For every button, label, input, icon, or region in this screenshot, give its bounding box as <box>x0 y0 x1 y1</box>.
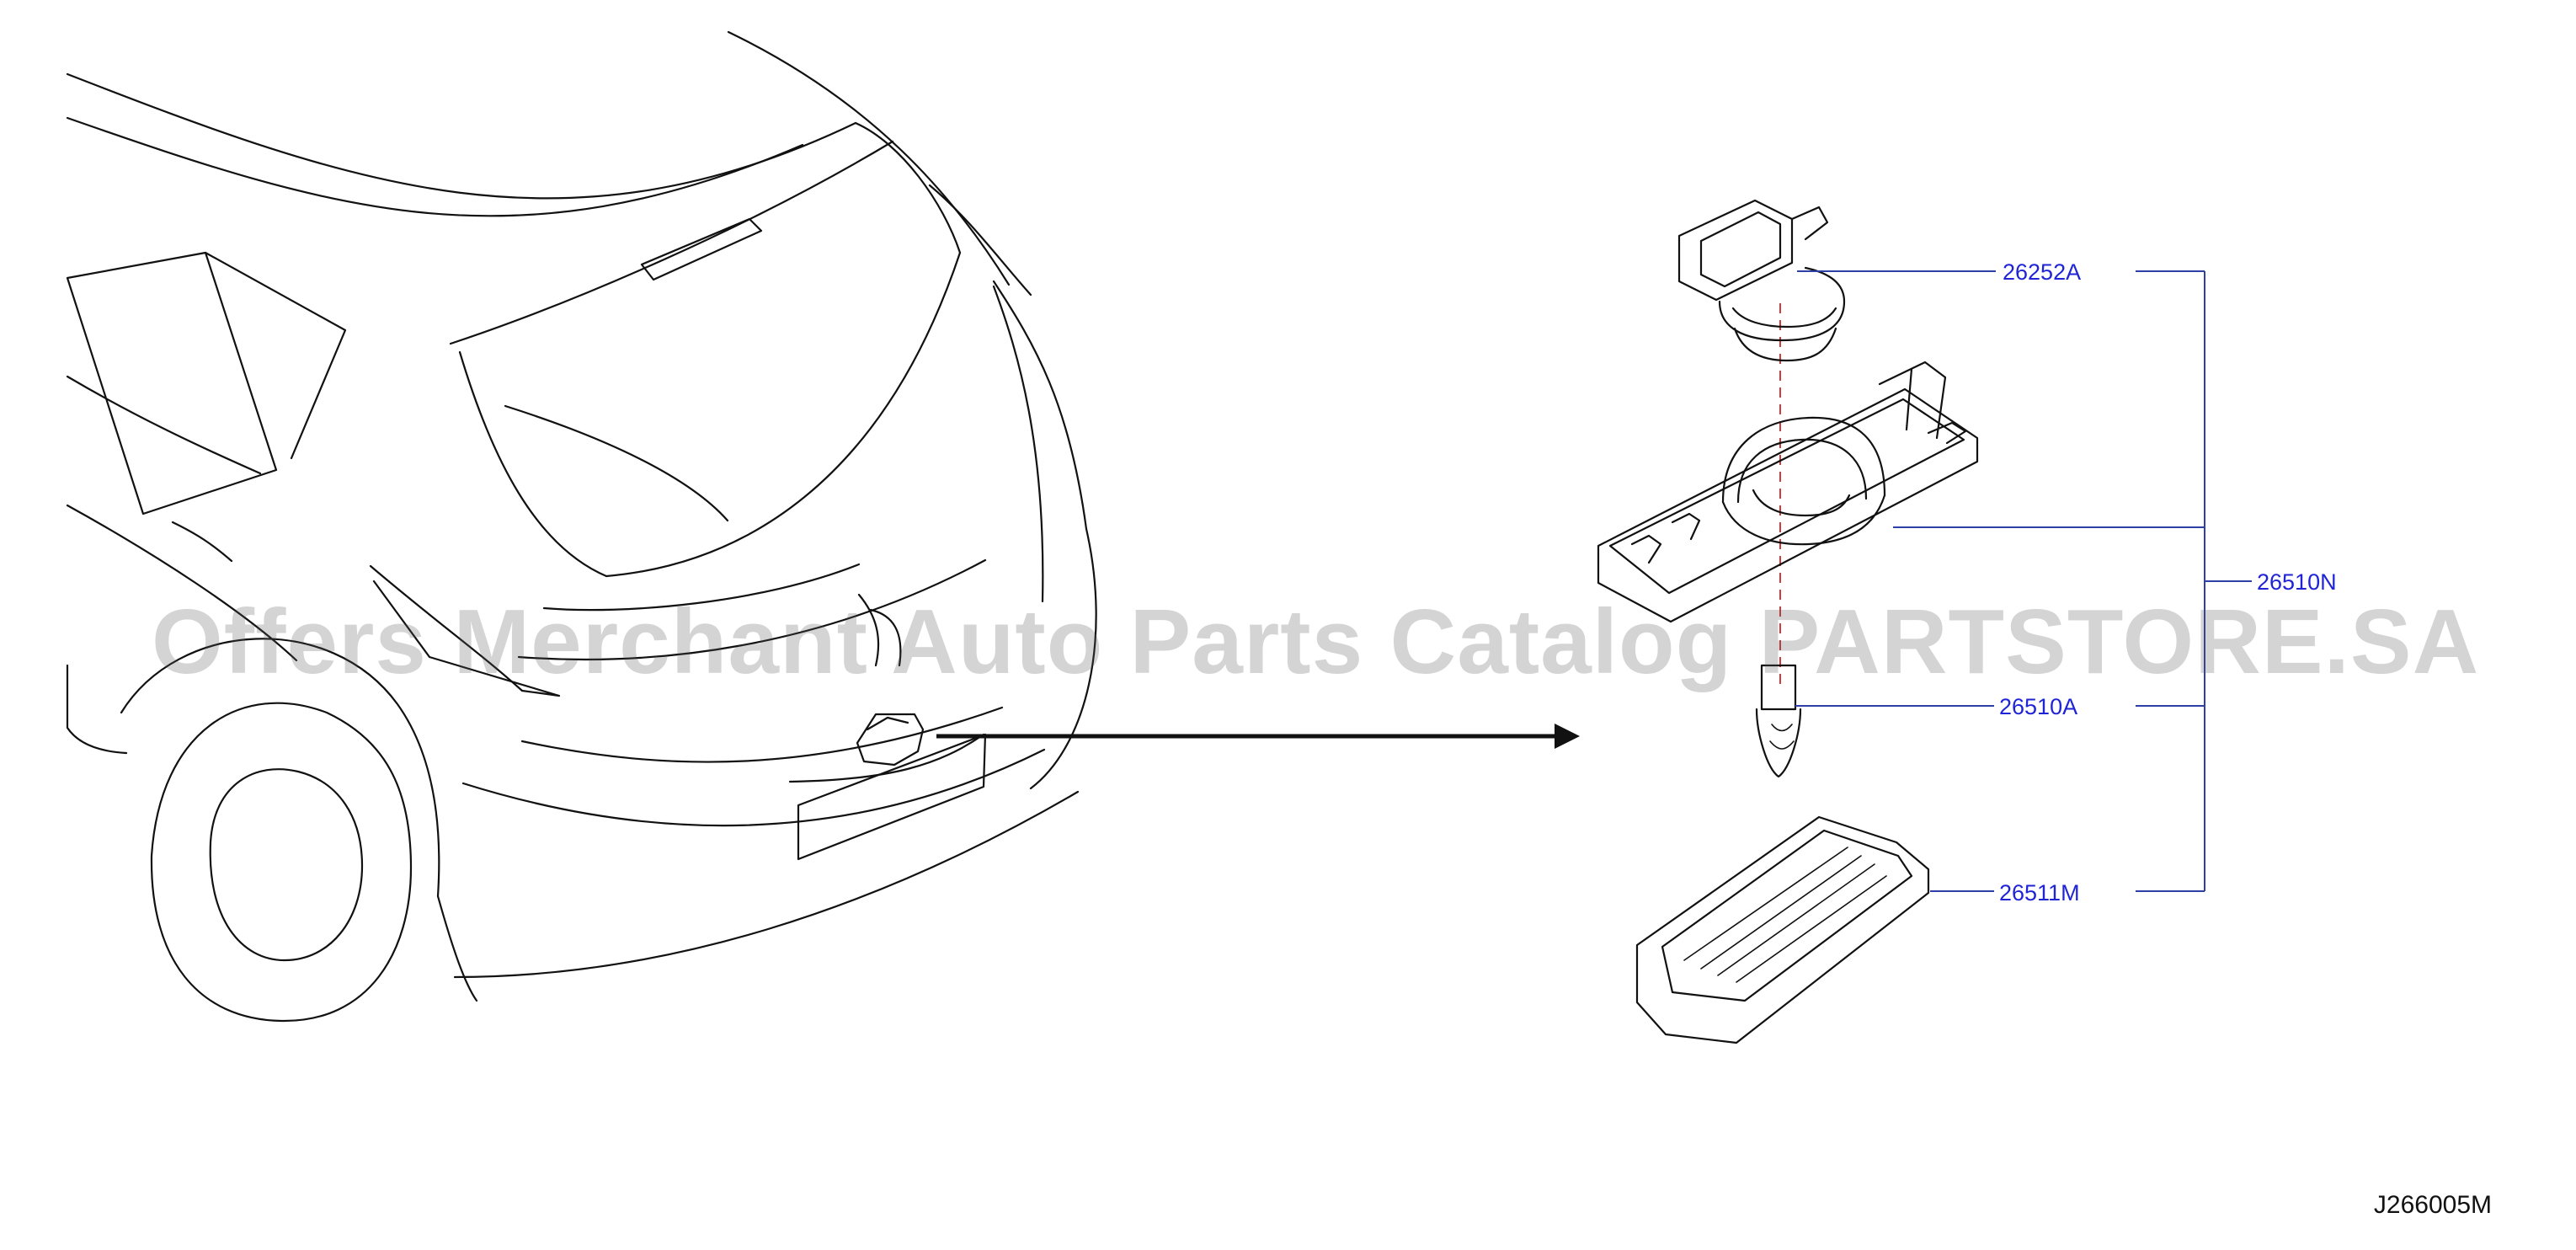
callout-label-26510a: 26510A <box>1999 694 2077 719</box>
bumper-middle <box>461 748 1046 827</box>
rear-wheel-inner <box>209 768 364 962</box>
brake-light <box>640 217 763 281</box>
bulb-socket-connector <box>1677 199 1846 362</box>
rear-glass-bottom <box>605 251 962 578</box>
rear-logo <box>857 593 880 667</box>
vehicle-rear-view <box>66 30 1097 1023</box>
rear-quarter-top <box>992 280 1088 531</box>
hatch-edge <box>854 121 962 254</box>
bumper-lower <box>453 790 1080 979</box>
rear-quarter-inner <box>992 285 1044 603</box>
hatch-bottom <box>517 558 987 661</box>
rear-glass-inner-left <box>504 404 729 522</box>
callout-leaders <box>1795 270 2252 892</box>
tail-lamp-shape <box>372 580 561 697</box>
roof-line <box>66 72 857 200</box>
lamp-housing <box>1597 361 1979 623</box>
bumper-top <box>520 706 1004 763</box>
rear-wheel-outer <box>150 702 413 1023</box>
license-lamp-detail <box>866 716 909 731</box>
side-window-rear <box>66 251 278 515</box>
license-lamp-on-car <box>856 713 925 767</box>
rear-door-lower <box>66 664 128 755</box>
callout-label-26511m: 26511M <box>1999 880 2080 905</box>
callout-label-26510n: 26510N <box>2257 569 2337 595</box>
license-plate-area <box>797 733 987 861</box>
exploded-parts: 26252A 26510N 26510A 26511M <box>1597 199 2337 1044</box>
wedge-bulb <box>1755 664 1802 778</box>
rear-glass-left <box>458 350 608 578</box>
emblem-ring <box>869 608 902 667</box>
rear-glass-top <box>449 140 894 345</box>
callout-arrow <box>936 724 1580 749</box>
door-handle <box>171 521 233 563</box>
rear-glass-inner-right <box>928 184 1032 296</box>
license-recess-top <box>788 733 985 783</box>
tail-lamp-upper <box>369 564 524 692</box>
wheel-arch-end <box>436 895 478 1002</box>
hatch-lower-line <box>542 563 861 612</box>
door-line <box>66 504 298 662</box>
callout-label-26252a: 26252A <box>2003 259 2081 285</box>
side-beltline <box>66 375 262 475</box>
hatch-outline-top <box>727 30 1011 286</box>
lens-cover <box>1635 815 1930 1044</box>
side-window-frame <box>204 251 347 460</box>
roof-rail <box>66 116 804 217</box>
wheel-arch <box>120 638 440 898</box>
diagram-code: J266005M <box>2373 1191 2492 1219</box>
rear-quarter-lower <box>1029 527 1097 790</box>
